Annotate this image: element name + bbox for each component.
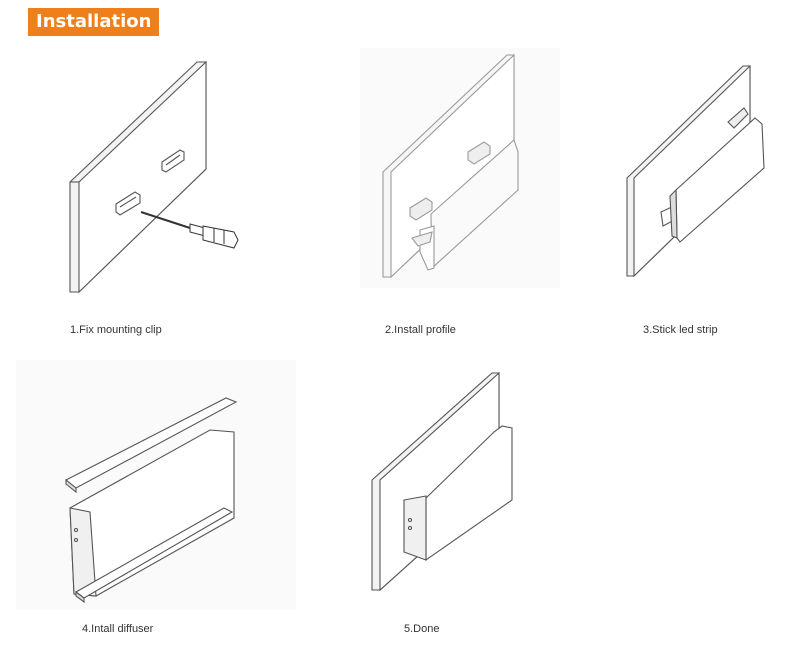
mounting-clip-upper (161, 149, 185, 173)
section-title: Installation (28, 8, 159, 36)
mounting-clip-lower (115, 191, 141, 216)
diffuser-bottom (74, 507, 234, 604)
screwdriver (140, 211, 239, 249)
step-3-caption: 3.Stick led strip (643, 324, 718, 336)
diffuser-top (64, 397, 238, 494)
step-4-caption: 4.Intall diffuser (82, 623, 154, 635)
step-2-caption: 2.Install profile (385, 324, 456, 336)
step-1-caption: 1.Fix mounting clip (70, 324, 162, 336)
step-5-caption: 5.Done (404, 623, 440, 635)
profile-body (69, 429, 235, 597)
